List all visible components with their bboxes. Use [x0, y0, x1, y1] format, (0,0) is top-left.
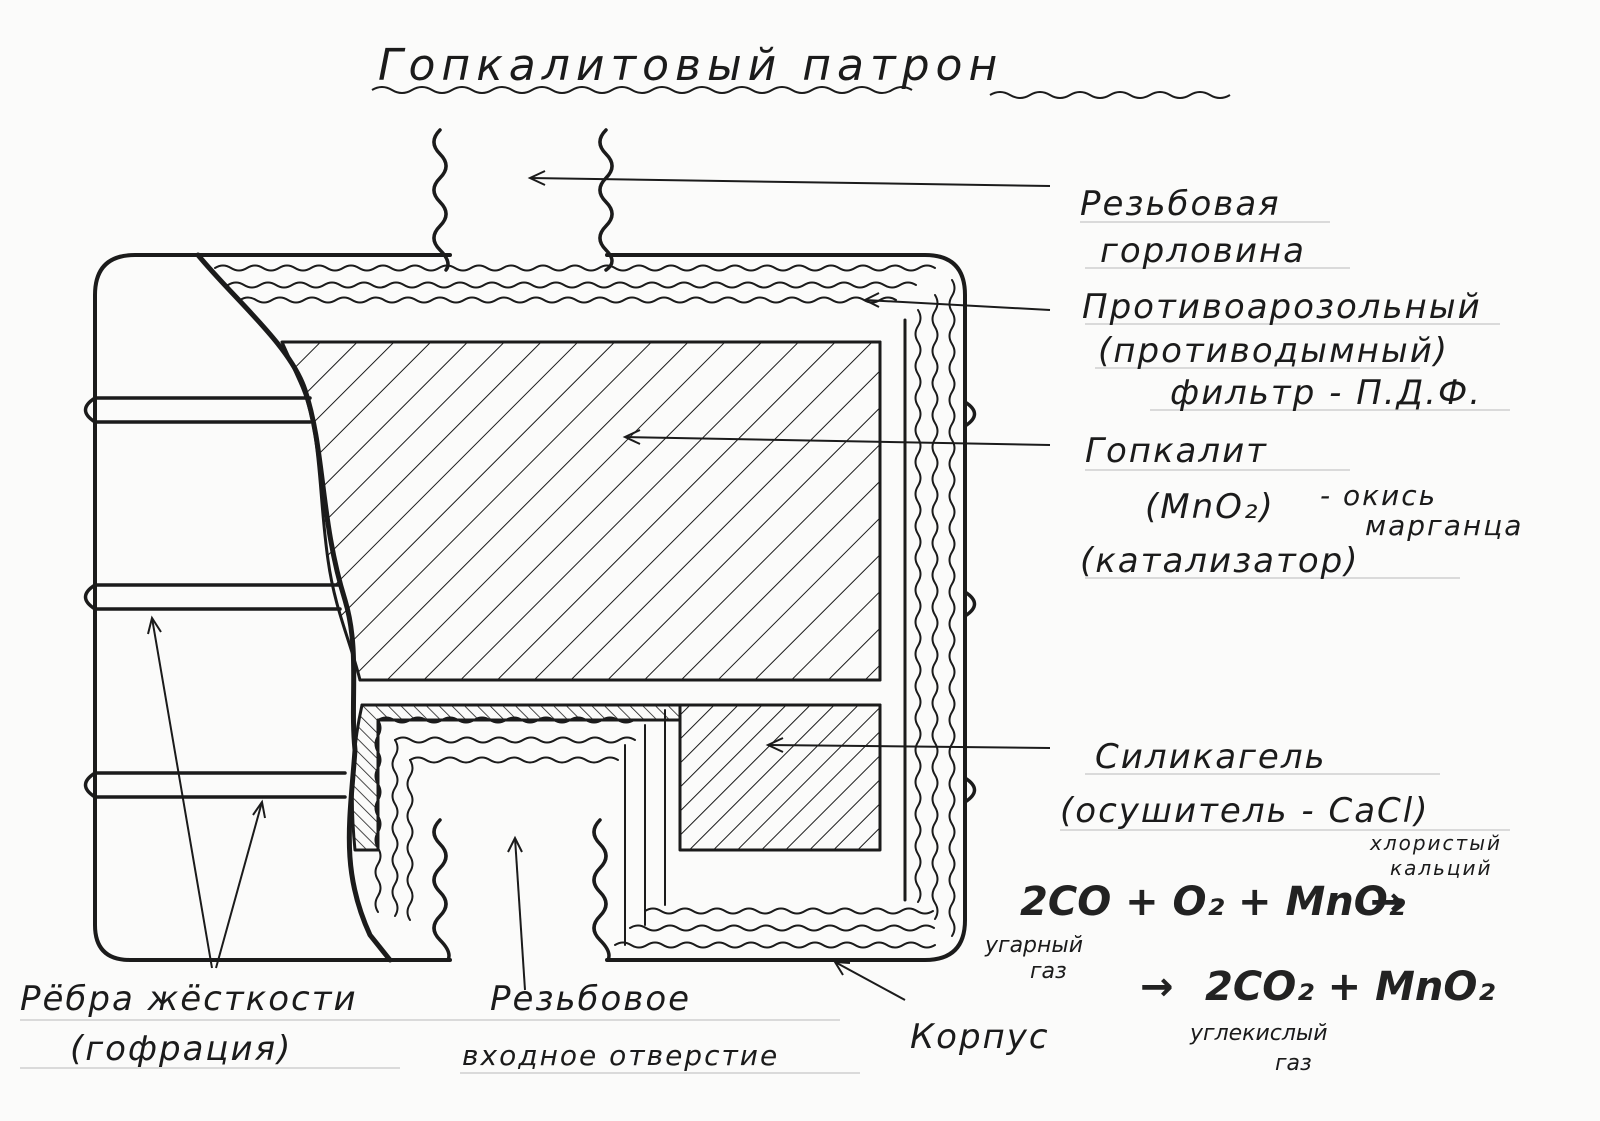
filter-layers	[214, 264, 956, 949]
reaction-products: 2CO₂ + MnO₂	[1205, 964, 1495, 1010]
cartridge-body-outline	[93, 253, 967, 962]
threaded-neck-right	[598, 128, 614, 272]
co-name-2: газ	[1030, 959, 1067, 984]
co-name-1: угарный	[984, 933, 1083, 958]
arrow-silica	[767, 744, 1051, 749]
co2-name-1: углекислый	[1189, 1021, 1328, 1046]
label-filter-3: фильтр - П.Д.Ф.	[1170, 373, 1482, 413]
label-silica-2: (осушитель - CaCl)	[1060, 791, 1430, 831]
arrow-hopcalite	[624, 436, 1051, 446]
label-silica-1: Силикагель	[1095, 737, 1327, 777]
cartridge	[83, 128, 977, 963]
label-neck-1: Резьбовая	[1080, 184, 1281, 224]
label-inlet-2: входное отверстие	[462, 1039, 779, 1072]
label-body: Корпус	[910, 1017, 1050, 1057]
arrow-ribs-1	[151, 617, 213, 969]
hopcalite-block	[280, 340, 882, 682]
arrow-filter	[864, 299, 1051, 311]
label-hopcalite-note-1: - окись	[1320, 479, 1437, 512]
label-filter-1: Противоарозольный	[1082, 287, 1482, 327]
reaction-arrow-right: →	[1370, 879, 1404, 925]
guide-lines	[20, 221, 1510, 1074]
threaded-inlet-left	[432, 818, 451, 962]
label-silica-note-1: хлористый	[1369, 831, 1502, 855]
title: Гопкалитовый патрон	[371, 40, 1231, 99]
label-filter-2: (противодымный)	[1098, 331, 1449, 371]
threaded-inlet-right	[592, 818, 611, 962]
arrow-inlet	[514, 837, 526, 991]
reaction-arrow-left: →	[1140, 964, 1174, 1010]
label-hopcalite-formula: (MnO₂)	[1145, 487, 1275, 527]
reaction-reactants: 2CO + O₂ + MnO₂	[1020, 879, 1406, 925]
silica-gel-left-region	[350, 703, 682, 852]
label-inlet-1: Резьбовое	[490, 979, 691, 1019]
label-ribs-1: Рёбра жёсткости	[20, 979, 358, 1019]
labels: Резьбовая горловина Противоарозольный (п…	[20, 184, 1523, 1072]
label-hopcalite-3: (катализатор)	[1080, 541, 1359, 581]
arrow-neck	[529, 177, 1051, 187]
label-hopcalite-1: Гопкалит	[1085, 431, 1268, 471]
silica-gel-block	[678, 703, 882, 852]
reaction-equation: 2CO + O₂ + MnO₂ → угарный газ → 2CO₂ + M…	[984, 879, 1495, 1076]
label-silica-note-2: кальций	[1390, 856, 1493, 880]
arrow-body	[834, 961, 906, 1001]
page-title: Гопкалитовый патрон	[378, 40, 1003, 91]
pointer-arrows	[147, 170, 1051, 1001]
arrow-ribs-2	[215, 801, 263, 969]
threaded-neck-left	[432, 128, 450, 272]
stiffening-ribs	[83, 396, 977, 804]
label-ribs-2: (гофрация)	[70, 1029, 292, 1069]
label-neck-2: горловина	[1100, 231, 1306, 271]
label-hopcalite-note-2: марганца	[1365, 509, 1523, 542]
title-underline	[371, 86, 913, 94]
co2-name-2: газ	[1275, 1051, 1312, 1076]
